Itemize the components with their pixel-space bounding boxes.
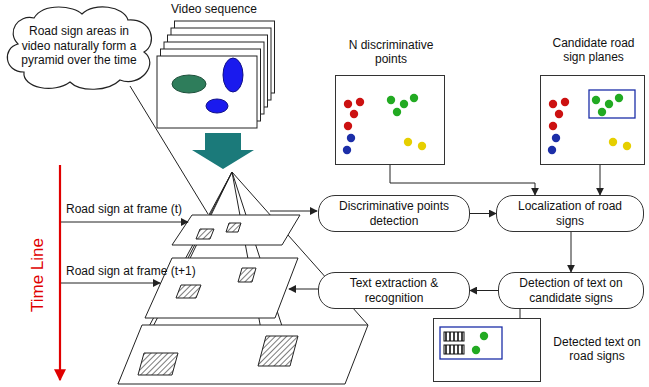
- feature-point: [549, 100, 557, 108]
- text-block: [444, 332, 464, 341]
- feature-point: [598, 108, 606, 116]
- feature-point: [605, 100, 613, 108]
- panel-heading: Video sequence: [155, 2, 273, 16]
- text-stroke: [457, 345, 459, 354]
- sign-plane: [440, 327, 502, 359]
- connector: [470, 290, 498, 291]
- pointer-label: Road sign at frame (t): [66, 202, 182, 216]
- time-line-arrow: [59, 165, 61, 380]
- process-box: Discriminative points detection: [318, 195, 470, 232]
- feature-point: [350, 110, 358, 118]
- feature-point: [344, 100, 352, 108]
- feature-point: [555, 110, 563, 118]
- pointer-arrow: [61, 283, 160, 284]
- connector: [390, 165, 535, 195]
- video-frames: Video sequence: [155, 22, 273, 130]
- feature-point: [615, 94, 623, 102]
- candidate-plane: [589, 90, 635, 118]
- sign-blob: [206, 99, 228, 113]
- flow-arrow: [270, 211, 317, 212]
- node-text: Discriminative points detection: [327, 199, 461, 228]
- feature-point: [552, 134, 560, 142]
- road-sign-area: [138, 223, 298, 375]
- feature-point: [400, 100, 408, 108]
- pointer-arrow: [61, 222, 188, 223]
- feature-point: [343, 146, 351, 154]
- node-illustration: [434, 319, 540, 381]
- text-stroke: [461, 332, 463, 341]
- text-stroke: [453, 332, 455, 341]
- node-text: Text extraction & recognition: [327, 276, 461, 305]
- feature-point: [344, 122, 352, 130]
- feature-point: [404, 138, 412, 146]
- process-box: Localization of road signs: [496, 195, 644, 232]
- node-text: Localization of road signs: [505, 199, 635, 228]
- node-text: Detection of text on candidate signs: [507, 276, 635, 305]
- feature-point: [356, 98, 364, 106]
- flow-arrow: [289, 289, 318, 290]
- connector: [470, 213, 496, 214]
- text-block: [444, 345, 464, 354]
- axis-label: Time Line: [28, 229, 48, 321]
- feature-point: [387, 96, 395, 104]
- cloud-note: Road sign areas in video naturally form …: [4, 4, 154, 88]
- panel-heading: Candidate road sign planes: [541, 36, 646, 65]
- node-illustration: [541, 76, 644, 164]
- video-frame: [157, 56, 257, 128]
- panel-heading: Detected text on road signs: [548, 335, 646, 364]
- text-stroke: [457, 332, 459, 341]
- feature-point: [561, 98, 569, 106]
- feature-point: [592, 96, 600, 104]
- feature-point: [548, 146, 556, 154]
- feature-point: [480, 332, 488, 340]
- text-stroke: [449, 345, 451, 354]
- node-text: Road sign areas in video naturally form …: [18, 24, 140, 67]
- connector: [520, 309, 521, 318]
- pointer-label: Road sign at frame (t+1): [66, 264, 196, 278]
- node-illustration: [155, 22, 273, 130]
- feature-point: [393, 108, 401, 116]
- cloud-outline: [7, 7, 151, 89]
- text-stroke: [453, 345, 455, 354]
- process-box: Text extraction & recognition: [318, 272, 470, 309]
- sign-blob: [172, 75, 206, 93]
- process-box: Detection of text on candidate signs: [498, 272, 644, 309]
- connector: [600, 165, 601, 195]
- feature-point: [623, 142, 631, 150]
- text-stroke: [445, 345, 447, 354]
- text-stroke: [449, 332, 451, 341]
- node-illustration: [336, 76, 444, 164]
- image-panel: N discriminative points: [335, 75, 445, 165]
- image-panel: Detected text on road signs: [433, 318, 541, 382]
- text-stroke: [445, 332, 447, 341]
- sign-blob: [223, 58, 243, 92]
- connector: [571, 232, 572, 272]
- text-stroke: [461, 345, 463, 354]
- feature-point: [609, 138, 617, 146]
- image-panel: Candidate road sign planes: [540, 75, 645, 165]
- feature-point: [472, 346, 480, 354]
- panel-heading: N discriminative points: [341, 38, 441, 67]
- flow-arrow: [192, 133, 254, 169]
- feature-point: [410, 94, 418, 102]
- feature-point: [418, 142, 426, 150]
- feature-point: [549, 122, 557, 130]
- feature-point: [347, 134, 355, 142]
